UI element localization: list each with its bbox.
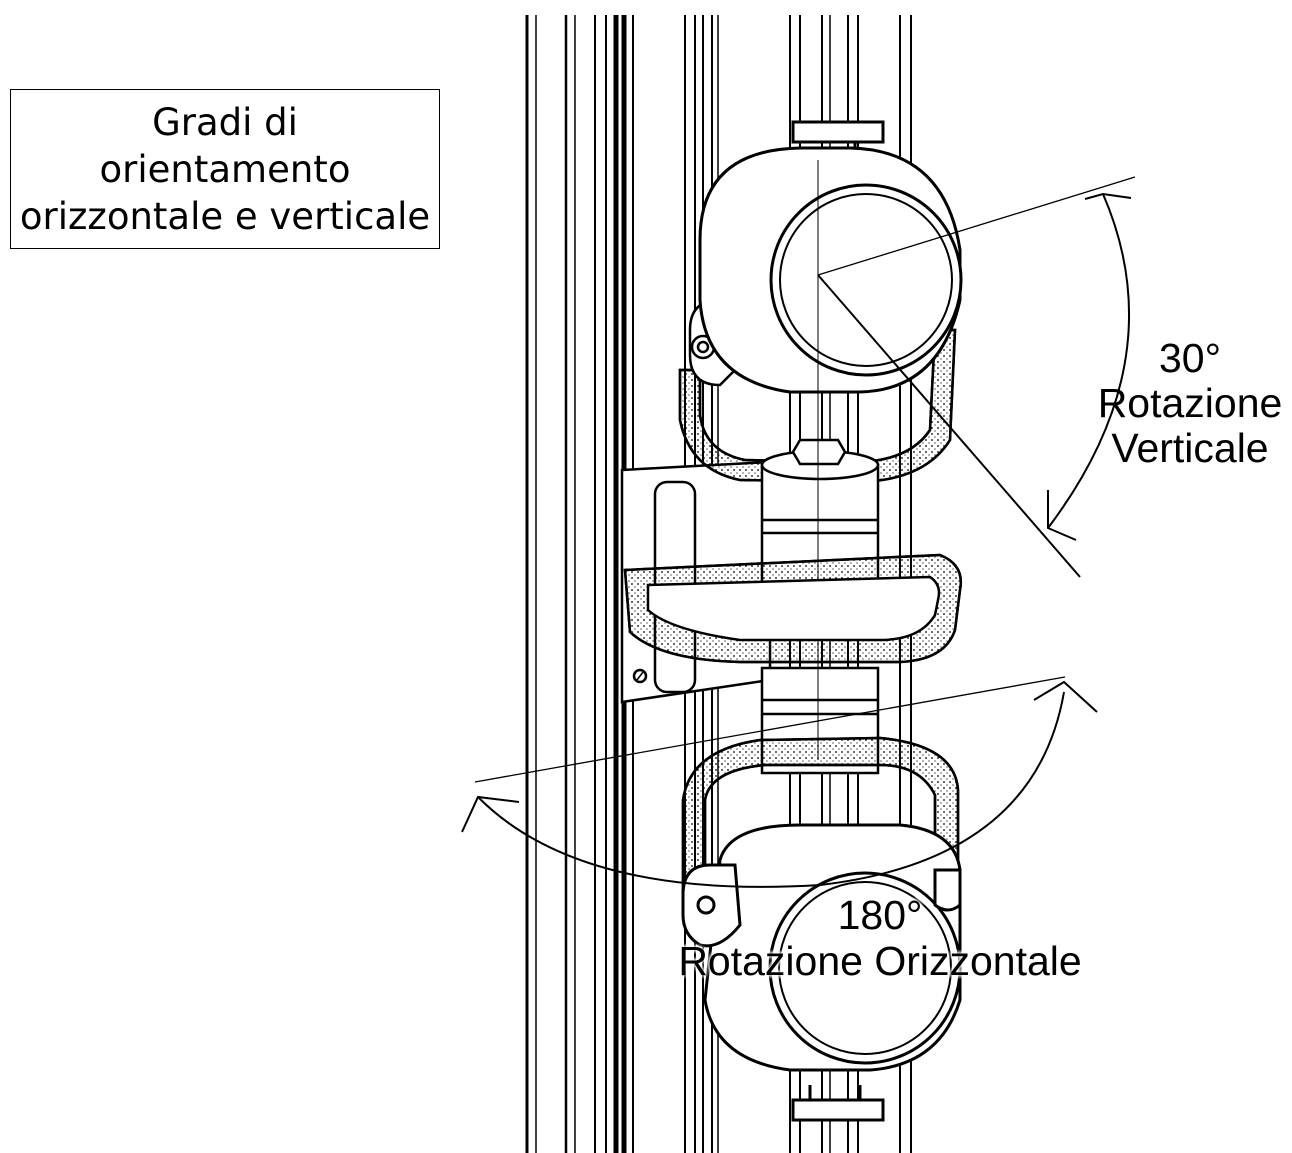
horizontal-rotation-label: 180° Rotazione Orizzontale bbox=[640, 892, 1120, 984]
vertical-rotation-indicator bbox=[817, 176, 1136, 578]
vertical-rotation-line-2: Verticale bbox=[1111, 425, 1269, 471]
caption-line-2: orientamento bbox=[99, 147, 351, 191]
caption-box: Gradi di orientamento orizzontale e vert… bbox=[10, 89, 440, 249]
vertical-rotation-label: 30° Rotazione Verticale bbox=[1080, 336, 1292, 471]
horizontal-rotation-degrees: 180° bbox=[837, 892, 923, 938]
horizontal-rotation-indicator bbox=[461, 676, 1098, 888]
middle-band bbox=[623, 553, 963, 664]
upper-lamp bbox=[698, 120, 963, 394]
caption-line-1: Gradi di bbox=[152, 100, 298, 144]
vertical-rotation-degrees: 30° bbox=[1158, 335, 1221, 381]
lower-yoke bbox=[681, 736, 960, 902]
horizontal-rotation-line-1: Rotazione Orizzontale bbox=[678, 938, 1082, 984]
caption-line-3: orizzontale e verticale bbox=[19, 194, 431, 238]
vertical-rotation-line-1: Rotazione bbox=[1097, 380, 1283, 426]
